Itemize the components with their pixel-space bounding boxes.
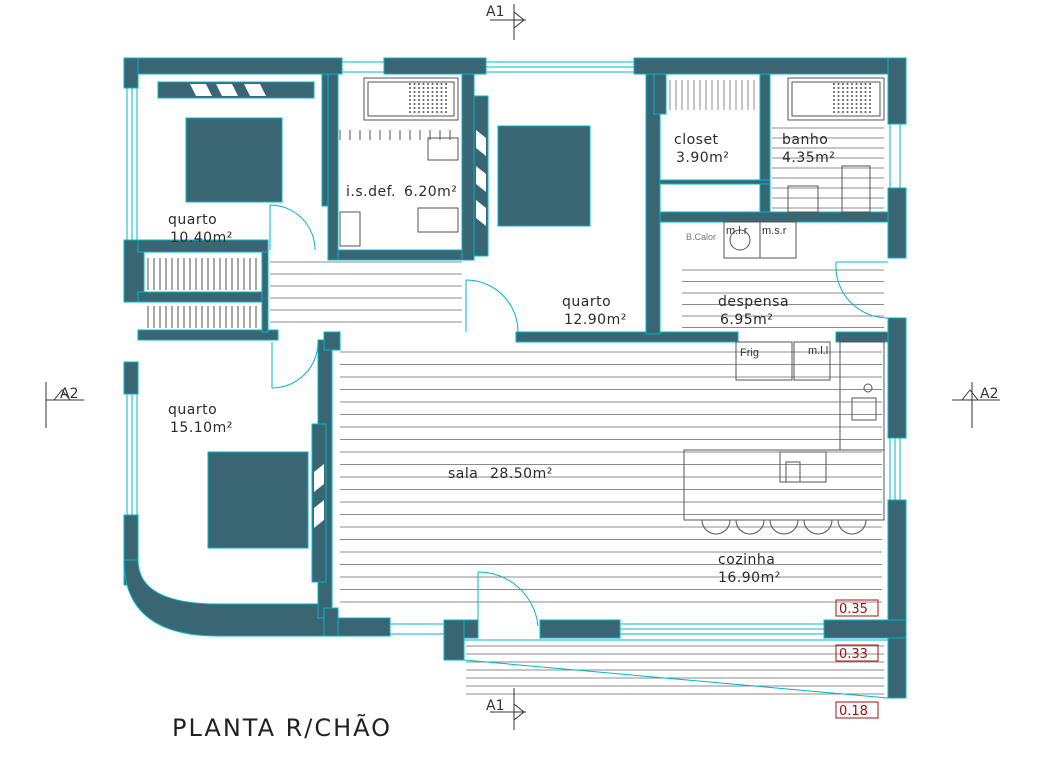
section-marker-right xyxy=(952,382,1000,428)
room-area-sala: 28.50m² xyxy=(490,466,553,482)
level-boxes xyxy=(835,599,879,719)
level-label-1: 0.35 xyxy=(839,602,868,617)
room-area-isdef: 6.20m² xyxy=(404,184,457,200)
level-label-3: 0.18 xyxy=(839,704,868,719)
room-name-despensa: despensa xyxy=(718,294,789,310)
corridor-floor-hatch xyxy=(270,261,462,323)
room-area-quarto-b: 12.90m² xyxy=(564,312,627,328)
room-name-quarto-c: quarto xyxy=(168,402,217,418)
shower-drain-dots xyxy=(409,83,871,113)
section-marker-top xyxy=(490,4,526,40)
terrace-floor-hatch xyxy=(466,645,884,695)
section-marker-left xyxy=(45,382,84,428)
room-area-closet: 3.90m² xyxy=(676,150,729,166)
fixture-fridge-label: Frig xyxy=(740,347,759,359)
room-name-quarto-a: quarto xyxy=(168,212,217,228)
room-area-cozinha: 16.90m² xyxy=(718,570,781,586)
kitchen-fixtures xyxy=(683,221,885,535)
section-label-bottom: A1 xyxy=(486,698,504,714)
section-label-left: A2 xyxy=(60,386,78,402)
banho-floor-hatch xyxy=(772,127,884,209)
pillows xyxy=(190,84,486,528)
room-area-quarto-c: 15.10m² xyxy=(170,420,233,436)
fixture-boiler-label: B.Calor xyxy=(686,232,716,242)
room-area-banho: 4.35m² xyxy=(782,150,835,166)
doors xyxy=(269,204,889,627)
room-area-despensa: 6.95m² xyxy=(720,312,773,328)
section-marker-bottom xyxy=(490,688,526,730)
plan-title: PLANTA R/CHÃO xyxy=(172,712,392,742)
despensa-floor-hatch xyxy=(682,269,884,328)
room-name-banho: banho xyxy=(782,132,828,148)
terrace-outline xyxy=(463,639,889,699)
windows xyxy=(126,61,901,635)
room-name-isdef: i.s.def. xyxy=(346,184,396,200)
sala-floor-hatch xyxy=(340,351,882,603)
room-area-quarto-a: 10.40m² xyxy=(170,230,233,246)
section-label-right: A2 xyxy=(980,386,998,402)
room-name-cozinha: cozinha xyxy=(718,552,775,568)
room-name-closet: closet xyxy=(674,132,719,148)
bathroom-fixtures xyxy=(339,77,885,247)
section-label-top: A1 xyxy=(486,4,504,20)
closet-floor-hatch xyxy=(669,80,755,110)
fixture-msr-label: m.s.r xyxy=(762,225,787,237)
room-name-sala: sala xyxy=(448,466,478,482)
level-label-2: 0.33 xyxy=(839,647,868,662)
fixture-mll-label: m.l.l xyxy=(808,345,828,357)
fixture-mlr-label: m.l.r xyxy=(726,225,748,237)
room-name-quarto-b: quarto xyxy=(562,294,611,310)
